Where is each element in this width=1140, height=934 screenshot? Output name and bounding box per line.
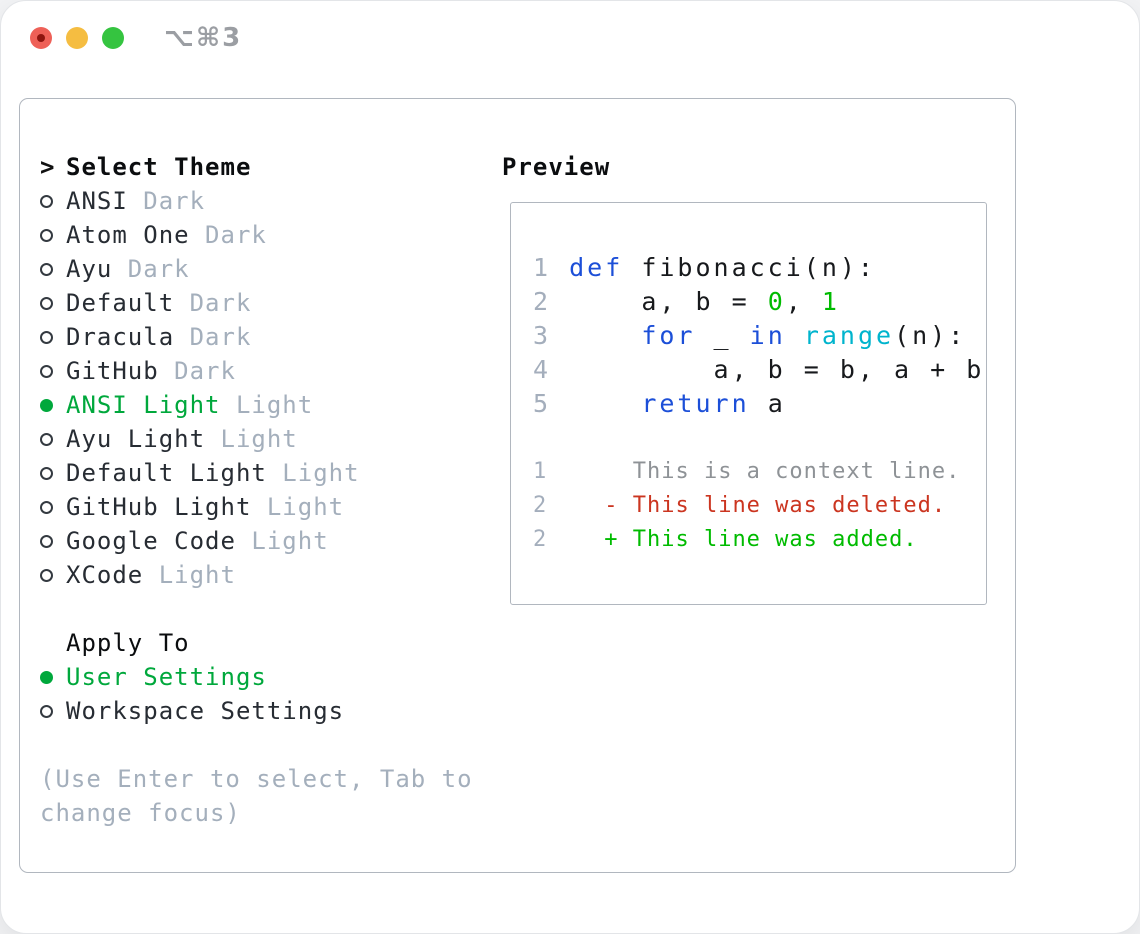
minimize-button[interactable]: [66, 27, 88, 49]
line-number: 4: [533, 355, 570, 384]
code-line: 3 for _ in range(n):: [533, 321, 967, 350]
code-sample: 1 def fibonacci(n): 2 a, b = 0, 1 3 for _ …: [533, 251, 985, 421]
radio-unselected-icon: [40, 194, 53, 208]
theme-item-default-light[interactable]: Default Light Light: [40, 456, 490, 490]
apply-to-header: Apply To: [40, 626, 490, 660]
theme-item-atom-one[interactable]: Atom One Dark: [40, 218, 490, 252]
line-number: 2: [533, 527, 605, 552]
diff-line-add: 2 + This line was added.: [533, 523, 976, 557]
diff-text: This is a context line.: [604, 459, 961, 484]
theme-item-label: GitHub: [66, 357, 159, 385]
theme-item-ansi[interactable]: ANSI Dark: [40, 184, 490, 218]
line-number: 2: [533, 287, 570, 316]
line-number: 1: [533, 459, 605, 484]
radio-unselected-icon: [40, 228, 53, 242]
theme-list-title: Select Theme: [66, 153, 252, 181]
apply-option-workspace-settings[interactable]: Workspace Settings: [40, 694, 490, 728]
theme-item-google-code[interactable]: Google Code Light: [40, 524, 490, 558]
theme-item-label: Google Code: [66, 527, 236, 555]
theme-item-label: Ayu Light: [66, 425, 206, 453]
theme-item-ayu[interactable]: Ayu Dark: [40, 252, 490, 286]
theme-item-github-light[interactable]: GitHub Light Light: [40, 490, 490, 524]
theme-item-label: GitHub Light: [66, 493, 252, 521]
radio-unselected-icon: [40, 330, 53, 344]
window-title-shortcut: ⌥⌘3: [164, 23, 243, 53]
theme-item-tag: Light: [205, 425, 298, 453]
radio-unselected-icon: [40, 262, 53, 276]
radio-unselected-icon: [40, 364, 53, 378]
diff-sample: 1 This is a context line.2 - This line w…: [533, 455, 976, 557]
radio-unselected-icon: [40, 500, 53, 514]
apply-option-user-settings[interactable]: User Settings: [40, 660, 490, 694]
theme-item-label: Default Light: [66, 459, 267, 487]
apply-option-label: Workspace Settings: [66, 697, 345, 725]
code-line: 5 return a: [533, 389, 786, 418]
close-button[interactable]: [30, 27, 52, 49]
radio-unselected-icon: [40, 704, 53, 718]
radio-unselected-icon: [40, 534, 53, 548]
apply-option-label: User Settings: [66, 663, 267, 691]
theme-item-tag: Light: [266, 459, 360, 487]
prompt-icon: >: [40, 153, 55, 181]
radio-unselected-icon: [40, 432, 53, 446]
diff-line-ctx: 1 This is a context line.: [533, 455, 976, 489]
theme-item-dracula[interactable]: Dracula Dark: [40, 320, 490, 354]
diff-text: - This line was deleted.: [604, 493, 947, 518]
apply-to-title: Apply To: [66, 629, 190, 657]
title-bar: ⌥⌘3: [1, 1, 1139, 75]
theme-item-label: Ayu: [66, 255, 113, 283]
theme-item-label: Default: [66, 289, 175, 317]
theme-item-label: Atom One: [66, 221, 190, 249]
line-number: 3: [533, 321, 570, 350]
theme-item-tag: Dark: [127, 187, 206, 215]
theme-item-ayu-light[interactable]: Ayu Light Light: [40, 422, 490, 456]
theme-item-tag: Light: [220, 391, 314, 419]
theme-item-default[interactable]: Default Dark: [40, 286, 490, 320]
diff-line-del: 2 - This line was deleted.: [533, 489, 976, 523]
line-number: 5: [533, 389, 570, 418]
help-text: (Use Enter to select, Tab to change focu…: [40, 765, 473, 827]
theme-item-label: XCode: [66, 561, 144, 589]
theme-item-tag: Dark: [174, 323, 252, 351]
radio-unselected-icon: [40, 466, 53, 480]
radio-unselected-icon: [40, 568, 53, 582]
preview-title: Preview: [502, 153, 611, 181]
radio-unselected-icon: [40, 296, 53, 310]
theme-item-xcode[interactable]: XCode Light: [40, 558, 490, 592]
diff-text: + This line was added.: [604, 527, 918, 552]
preview-header: Preview: [502, 150, 610, 184]
theme-item-github[interactable]: GitHub Dark: [40, 354, 490, 388]
theme-item-label: ANSI Light: [66, 391, 221, 419]
theme-item-label: Dracula: [66, 323, 175, 351]
theme-item-label: ANSI: [66, 187, 128, 215]
theme-item-tag: Dark: [158, 357, 236, 385]
theme-item-ansi-light[interactable]: ANSI Light Light: [40, 388, 490, 422]
radio-selected-icon: [40, 670, 53, 684]
theme-item-tag: Dark: [189, 221, 267, 249]
theme-item-tag: Light: [143, 561, 236, 589]
zoom-button[interactable]: [102, 27, 124, 49]
code-line: 2 a, b = 0, 1: [533, 287, 840, 316]
theme-item-tag: Light: [251, 493, 345, 521]
theme-list-header: > Select Theme: [40, 150, 490, 184]
code-line: 4 a, b = b, a + b: [533, 355, 985, 384]
preview-pane: 1 def fibonacci(n): 2 a, b = 0, 1 3 for _ …: [510, 202, 987, 605]
theme-item-tag: Dark: [112, 255, 190, 283]
line-number: 2: [533, 493, 605, 518]
radio-selected-icon: [40, 398, 53, 412]
theme-item-tag: Dark: [174, 289, 252, 317]
theme-item-tag: Light: [235, 527, 329, 555]
code-line: 1 def fibonacci(n):: [533, 253, 876, 282]
line-number: 1: [533, 253, 570, 282]
